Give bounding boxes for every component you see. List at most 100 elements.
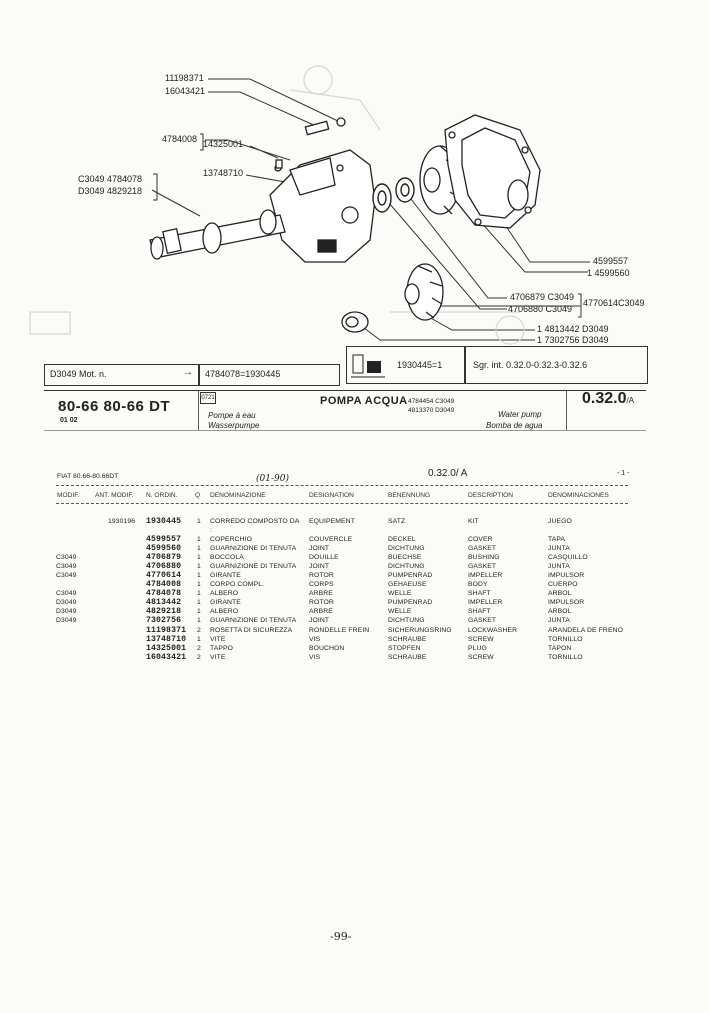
cell-en: PLUG xyxy=(468,644,487,652)
callout-4599560: 1 4599560 xyxy=(587,268,630,278)
cell-it: GUARNIZIONE DI TENUTA xyxy=(210,545,297,553)
cell-it: VITE xyxy=(210,653,226,661)
cell-q: 1 xyxy=(197,518,201,525)
cell-ord: 1930445 xyxy=(146,517,182,526)
cell-q: 1 xyxy=(197,536,201,544)
kit-parts-icon xyxy=(351,354,385,378)
cell-q: 2 xyxy=(197,653,201,661)
exploded-pump-diagram xyxy=(29,65,590,345)
listing-rule-top xyxy=(56,485,628,486)
column-header: Q xyxy=(195,492,201,499)
page-number: -99- xyxy=(330,930,352,943)
cell-en: SHAFT xyxy=(468,608,491,616)
cell-de: PUMPENRAD xyxy=(388,599,433,607)
cell-q: 2 xyxy=(197,626,201,634)
cell-es: ARBOL xyxy=(548,590,572,598)
cell-es: JUNTA xyxy=(548,563,570,571)
note-box-replacement: 4784078=1930445 xyxy=(198,364,340,386)
column-header: DENOMINAZIONE xyxy=(210,492,266,499)
cell-ord: 4770614 xyxy=(146,571,182,581)
cell-de: SICHERUNGSRING xyxy=(388,626,452,634)
column-header: DESCRIPTION xyxy=(468,492,514,499)
cell-it: CORPO COMPL. xyxy=(210,581,265,589)
group-number: 0.32.0/A xyxy=(582,390,634,408)
cell-ord: 4599560 xyxy=(146,544,182,554)
cell-en: LOCKWASHER xyxy=(468,626,518,634)
callout-13748710: 13748710 xyxy=(203,168,244,178)
cell-fr: ROTOR xyxy=(309,572,334,580)
leader-line xyxy=(208,91,317,127)
cell-it: GUARNIZIONE DI TENUTA xyxy=(210,617,297,625)
cell-de: PUMPENRAD xyxy=(388,572,433,580)
column-header: BENENNUNG xyxy=(388,492,431,499)
title-spanish: Bomba de agua xyxy=(486,421,543,430)
kit-box: 1930445=1 xyxy=(346,346,466,384)
cell-mod: C3049 xyxy=(56,572,77,580)
cell-q: 1 xyxy=(197,563,201,571)
cell-de: STOPFEN xyxy=(388,644,421,652)
cell-ord: 4829218 xyxy=(146,607,182,617)
cell-en: GASKET xyxy=(468,563,497,571)
cell-mod: D3049 xyxy=(56,599,77,607)
callout-4770614: 4770614C3049 xyxy=(583,298,645,308)
cell-es: CUERPO xyxy=(548,581,578,589)
cell-it: GUARNIZIONE DI TENUTA xyxy=(210,563,297,571)
callout-11198371: 11198371 xyxy=(165,73,204,83)
cell-fr: ARBRE xyxy=(309,590,333,598)
listing-rule-header xyxy=(56,503,628,504)
cell-es: JUEGO xyxy=(548,518,572,525)
cell-it: ALBERO xyxy=(210,608,239,616)
cell-en: IMPELLER xyxy=(468,572,503,580)
cell-fr: JOINT xyxy=(309,563,330,571)
callout-16043421: 16043421 xyxy=(165,86,206,96)
sgr-label: Sgr. int. 0.32.0-0.32.3-0.32.6 xyxy=(473,360,588,370)
cell-fr: ROTOR xyxy=(309,599,334,607)
group-suffix: /A xyxy=(626,396,635,405)
cell-es: IMPULSOR xyxy=(548,572,585,580)
title-english: Water pump xyxy=(498,410,542,419)
cell-de: SCHRAUBE xyxy=(388,635,427,643)
cell-es: JUNTA xyxy=(548,545,570,553)
cell-fr: JOINT xyxy=(309,545,330,553)
cell-es: ARBOL xyxy=(548,608,572,616)
leader-line xyxy=(205,139,291,161)
arrow-right-icon: → xyxy=(183,367,193,378)
cell-de: DICHTUNG xyxy=(388,563,425,571)
cell-en: SCREW xyxy=(468,653,494,661)
cell-ord: 11198371 xyxy=(146,625,187,635)
cell-ord: 16043421 xyxy=(146,652,187,662)
column-header: MODIF. xyxy=(57,492,80,499)
column-header: DESIGNATION xyxy=(309,492,354,499)
cell-q: 1 xyxy=(197,554,201,562)
leader-line xyxy=(208,78,341,123)
callout-4829218: D3049 4829218 xyxy=(78,186,143,196)
cell-fr: CORPS xyxy=(309,581,334,589)
callout-4599557: 4599557 xyxy=(593,256,629,266)
cell-ord: 13748710 xyxy=(146,634,187,644)
cell-it: TAPPO xyxy=(210,644,234,652)
cell-es: TORNILLO xyxy=(548,653,583,661)
note-box-motor: D3049 Mot. n. → xyxy=(44,364,200,386)
edition-code: 01 02 xyxy=(60,417,78,424)
cell-mod: D3049 xyxy=(56,617,77,625)
cell-en: KIT xyxy=(468,518,479,525)
cell-de: WELLE xyxy=(388,608,412,616)
header-rule-bottom xyxy=(44,430,646,431)
cell-fr: ARBRE xyxy=(309,608,333,616)
cell-en: GASKET xyxy=(468,617,497,625)
cell-de: DICHTUNG xyxy=(388,545,425,553)
cell-it: COPERCHIO xyxy=(210,536,253,544)
group-code: 0.32.0 xyxy=(582,390,627,407)
code-box: 0721 xyxy=(200,392,216,404)
cell-es: TAPON xyxy=(548,644,572,652)
cell-es: JUNTA xyxy=(548,617,570,625)
cell-de: DICHTUNG xyxy=(388,617,425,625)
listing-page-ref: - 1 - xyxy=(617,470,630,477)
cell-it: : xyxy=(210,527,212,535)
cell-fr: DOUILLE xyxy=(309,554,339,562)
cell-es: TORNILLO xyxy=(548,635,583,643)
cell-ord: 4813442 xyxy=(146,598,182,608)
callout-4706879: 4706879 C3049 xyxy=(510,292,575,302)
cell-de: SCHRAUBE xyxy=(388,653,427,661)
cell-fr: JOINT xyxy=(309,617,330,625)
